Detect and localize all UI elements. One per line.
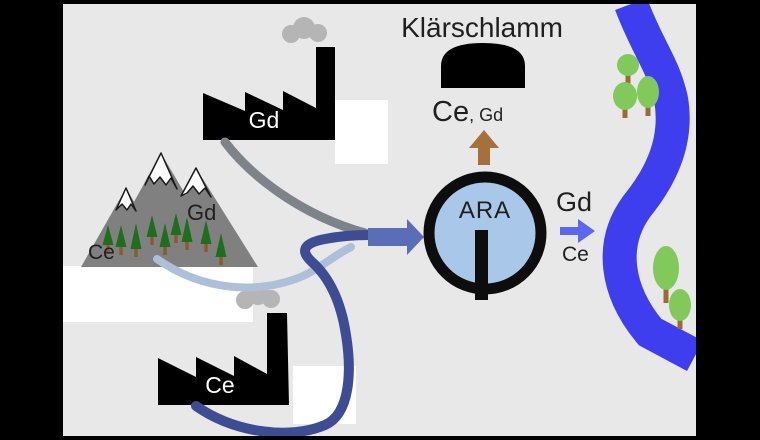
factory-bottom-label: Ce: [205, 372, 235, 398]
pine-tree-icon: [130, 223, 142, 257]
factory-bottom-group: [158, 283, 289, 405]
sludge-up-arrow-icon: [469, 130, 499, 165]
tree-icon: [669, 289, 691, 329]
smoke-cloud-icon: [309, 24, 327, 42]
sludge-title: Klärschlamm: [401, 12, 563, 43]
plant-bar: [475, 230, 488, 300]
snow-cap-icon: [115, 187, 137, 212]
inflow-right-arrow-icon: [368, 219, 424, 255]
diagram-scene: Klärschlamm Ce, Gd ARA Gd Ce Gd Ce Gd Ce: [63, 4, 696, 436]
sludge-elements-label: Ce, Gd: [432, 96, 504, 129]
white-patch: [63, 266, 253, 322]
factory-top-label: Gd: [248, 107, 280, 133]
factory-top-group: [203, 17, 335, 140]
river-icon: [602, 4, 696, 371]
effluent-gd-label: Gd: [556, 187, 593, 217]
snow-cap-icon: [180, 167, 212, 198]
tree-icon: [637, 76, 659, 116]
pine-tree-icon: [181, 217, 193, 250]
pine-tree-icon: [200, 220, 212, 252]
mountain-ce-label: Ce: [88, 241, 115, 264]
effluent-ce-label: Ce: [562, 243, 589, 266]
treatment-plant-icon: [423, 171, 547, 300]
flow-curve-factory-gd: [220, 137, 370, 238]
plant-label: ARA: [458, 197, 512, 224]
mountain-gd-label: Gd: [187, 200, 217, 225]
sludge-dome-icon: [441, 43, 525, 88]
pine-tree-icon: [146, 215, 158, 245]
flow-curve-factory-ce: [191, 230, 375, 436]
factory-icon: [203, 47, 335, 140]
pine-tree-icon: [159, 223, 171, 255]
pine-forest: [102, 213, 227, 265]
pine-tree-icon: [170, 213, 182, 243]
diagram-canvas: [63, 4, 696, 436]
river-trees: [613, 54, 691, 329]
white-patch: [335, 100, 388, 164]
snow-cap-icon: [144, 152, 178, 190]
tree-icon: [653, 246, 679, 303]
sludge-minor-element: , Gd: [469, 105, 504, 125]
tree-icon: [617, 54, 639, 85]
mountains-group: [81, 152, 258, 267]
pine-tree-icon: [215, 233, 227, 265]
factory-icon: [158, 313, 289, 405]
flow-curve-natural: [153, 243, 355, 292]
smoke-cloud-icon: [262, 290, 280, 308]
pine-tree-icon: [115, 225, 127, 255]
sludge-major-element: Ce: [432, 96, 470, 128]
tree-icon: [613, 82, 637, 118]
mountain-icon: [160, 168, 258, 267]
pine-tree-icon: [102, 225, 114, 253]
effluent-right-arrow-icon: [560, 219, 595, 243]
